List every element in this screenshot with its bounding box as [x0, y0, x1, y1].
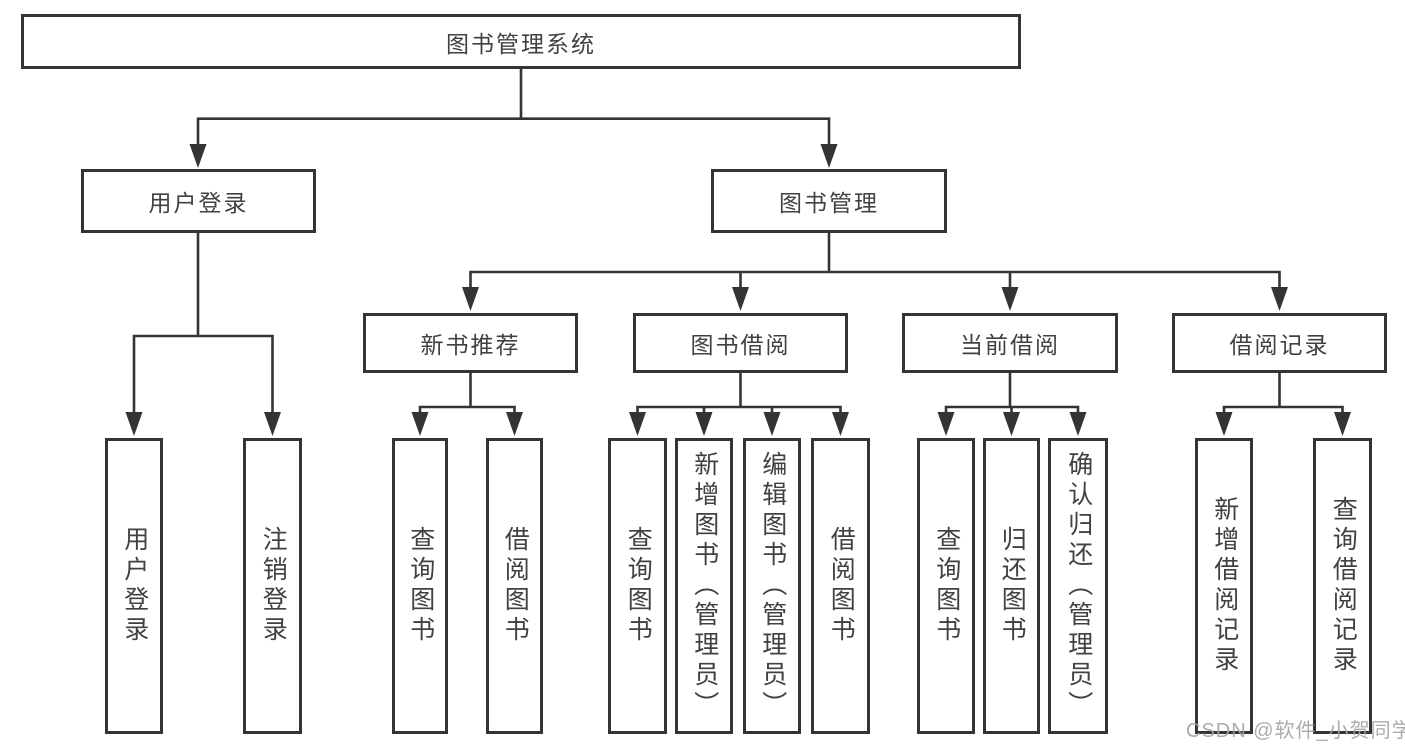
leaf-query-borrow-record: 查询借阅记录 [1313, 438, 1372, 734]
node-book-borrowing: 图书借阅 [633, 313, 848, 373]
leaf-current-query-books: 查询图书 [917, 438, 975, 734]
leaf-rec-borrow-books-label: 借阅图书 [501, 526, 530, 646]
leaf-confirm-return-admin-label: 确认归还（管理员） [1064, 451, 1093, 721]
leaf-rec-query-books: 查询图书 [392, 438, 448, 734]
connector-new-book [418, 373, 516, 418]
leaf-rec-query-books-label: 查询图书 [406, 526, 435, 646]
node-new-book-recommendation-label: 新书推荐 [420, 332, 521, 358]
node-book-management-label: 图书管理 [779, 190, 879, 216]
leaf-add-borrow-record: 新增借阅记录 [1195, 438, 1253, 734]
leaf-add-books-admin-label: 新增图书（管理员） [690, 451, 719, 721]
leaf-logout-label: 注销登录 [259, 526, 288, 646]
leaf-user-login-label: 用户登录 [120, 526, 149, 646]
node-current-borrowing: 当前借阅 [902, 313, 1118, 373]
leaf-return-books: 归还图书 [983, 438, 1040, 734]
leaf-current-query-books-label: 查询图书 [932, 526, 961, 646]
node-user-login-label: 用户登录 [148, 190, 249, 216]
leaf-logout: 注销登录 [243, 438, 302, 734]
leaf-edit-books-admin: 编辑图书（管理员） [743, 438, 801, 734]
leaf-borrow-books: 借阅图书 [811, 438, 870, 734]
leaf-return-books-label: 归还图书 [998, 526, 1027, 646]
leaf-confirm-return-admin: 确认归还（管理员） [1048, 438, 1108, 734]
leaf-edit-books-admin-label: 编辑图书（管理员） [758, 451, 787, 721]
leaf-add-borrow-record-label: 新增借阅记录 [1210, 496, 1239, 676]
leaf-borrow-query-books: 查询图书 [608, 438, 667, 734]
connector-book-mgmt [469, 233, 1281, 291]
node-new-book-recommendation: 新书推荐 [363, 313, 578, 373]
connector-book-borrow [636, 373, 842, 418]
node-user-login: 用户登录 [81, 169, 316, 233]
connector-user-login [132, 232, 274, 416]
node-book-management: 图书管理 [711, 169, 947, 233]
node-book-borrowing-label: 图书借阅 [690, 332, 791, 358]
node-current-borrowing-label: 当前借阅 [960, 332, 1060, 358]
leaf-add-books-admin: 新增图书（管理员） [675, 438, 733, 734]
leaf-query-borrow-record-label: 查询借阅记录 [1329, 496, 1358, 676]
leaf-borrow-query-books-label: 查询图书 [624, 526, 653, 646]
node-borrowing-records: 借阅记录 [1172, 313, 1387, 373]
node-library-system-label: 图书管理系统 [446, 30, 596, 57]
leaf-user-login: 用户登录 [105, 438, 163, 734]
watermark: CSDN @软件_小贺同学 [1186, 720, 1405, 742]
connector-borrow-records [1222, 373, 1344, 418]
leaf-borrow-books-label: 借阅图书 [827, 526, 856, 646]
leaf-rec-borrow-books: 借阅图书 [486, 438, 543, 734]
connector-current-borrow [944, 373, 1080, 418]
node-library-system: 图书管理系统 [21, 14, 1021, 69]
node-borrowing-records-label: 借阅记录 [1229, 332, 1330, 358]
connector-root [196, 69, 831, 150]
